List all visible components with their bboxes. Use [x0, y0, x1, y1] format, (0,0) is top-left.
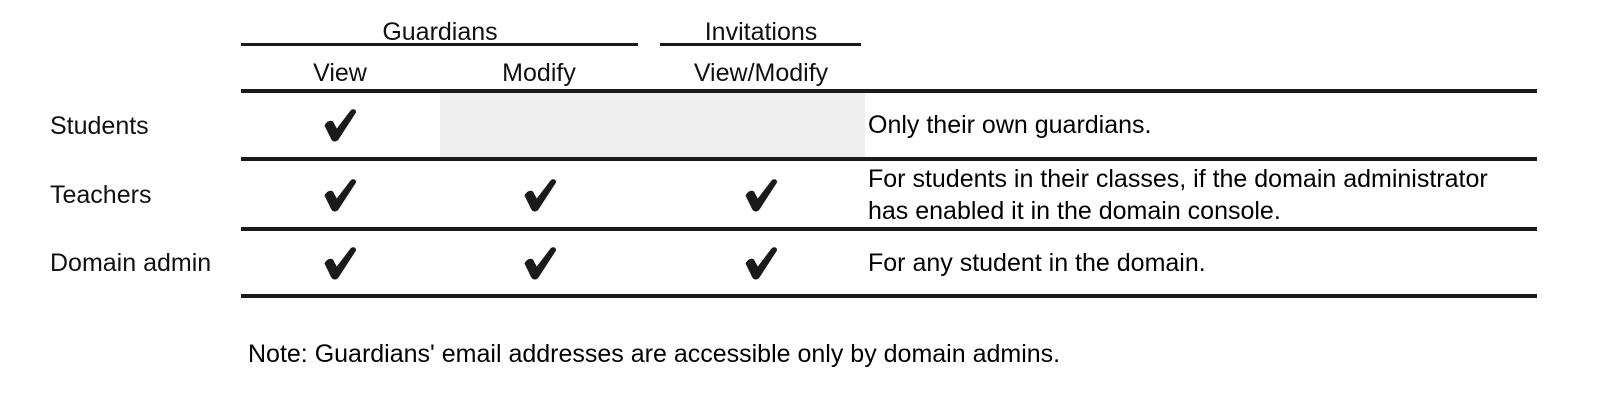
check-icon-domain-admin-view: [317, 240, 363, 286]
check-icon-domain-admin-modify: [517, 240, 563, 286]
column-group-invitations-underline: [660, 43, 861, 46]
check-icon-domain-admin-view-modify: [738, 240, 784, 286]
column-group-guardians-label: Guardians: [382, 18, 498, 46]
column-group-invitations-label: Invitations: [704, 18, 818, 46]
check-icon-teachers-view-modify: [738, 172, 784, 218]
disabled-cells-shading-students: [440, 93, 865, 157]
table-top-rule: [241, 89, 1537, 93]
check-icon-students-view: [317, 102, 363, 148]
row-notes-teachers: For students in their classes, if the do…: [868, 165, 1488, 225]
column-header-view-modify: View/Modify: [693, 59, 829, 87]
table-row-rule-1: [241, 157, 1537, 161]
table-footnote: Note: Guardians' email addresses are acc…: [248, 340, 1061, 368]
check-icon-teachers-modify: [517, 172, 563, 218]
row-label-domain-admin: Domain admin: [50, 249, 212, 277]
row-notes-students: Only their own guardians.: [868, 111, 1152, 139]
row-notes-domain-admin: For any student in the domain.: [868, 249, 1206, 277]
row-label-students: Students: [50, 112, 149, 140]
check-icon-teachers-view: [317, 172, 363, 218]
column-group-guardians-underline: [241, 43, 638, 46]
table-bottom-rule: [241, 294, 1537, 298]
column-header-view: View: [313, 59, 367, 87]
row-label-teachers: Teachers: [50, 181, 152, 209]
table-row-rule-2: [241, 227, 1537, 231]
column-header-modify: Modify: [502, 59, 576, 87]
